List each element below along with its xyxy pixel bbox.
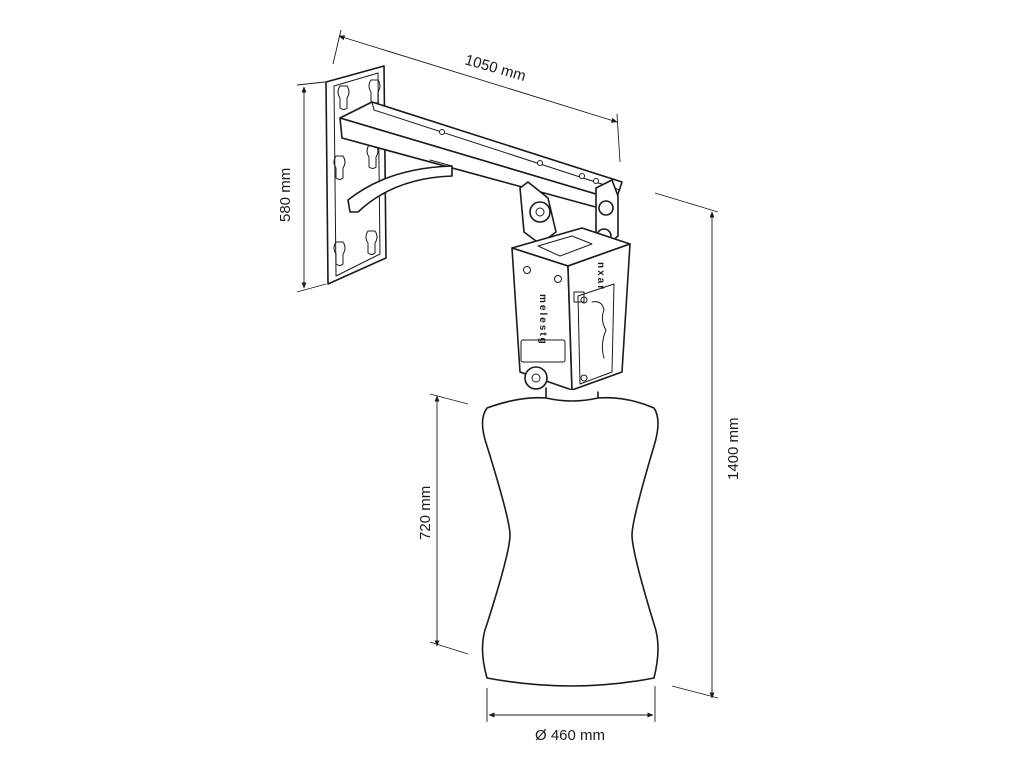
dimension-460 xyxy=(486,686,656,722)
dimension-580-label: 580 mm xyxy=(277,168,294,222)
dimension-1400 xyxy=(654,192,719,699)
dimension-1400-label: 1400 mm xyxy=(725,417,742,480)
wall-plate xyxy=(325,65,387,285)
curved-brace xyxy=(347,159,453,213)
dimension-1050-label: 1050 mm xyxy=(463,52,528,86)
brand-mark-left: melestg xyxy=(537,294,548,346)
brand-mark-right: nxar xyxy=(595,262,606,291)
weight-body xyxy=(481,396,659,687)
dimension-580 xyxy=(296,81,327,293)
dimension-460-label: Ø 460 mm xyxy=(535,727,605,744)
dimension-1050 xyxy=(332,29,621,163)
dimension-720 xyxy=(429,393,469,655)
dimension-720-label: 720 mm xyxy=(417,486,434,540)
housing-block xyxy=(511,227,631,391)
